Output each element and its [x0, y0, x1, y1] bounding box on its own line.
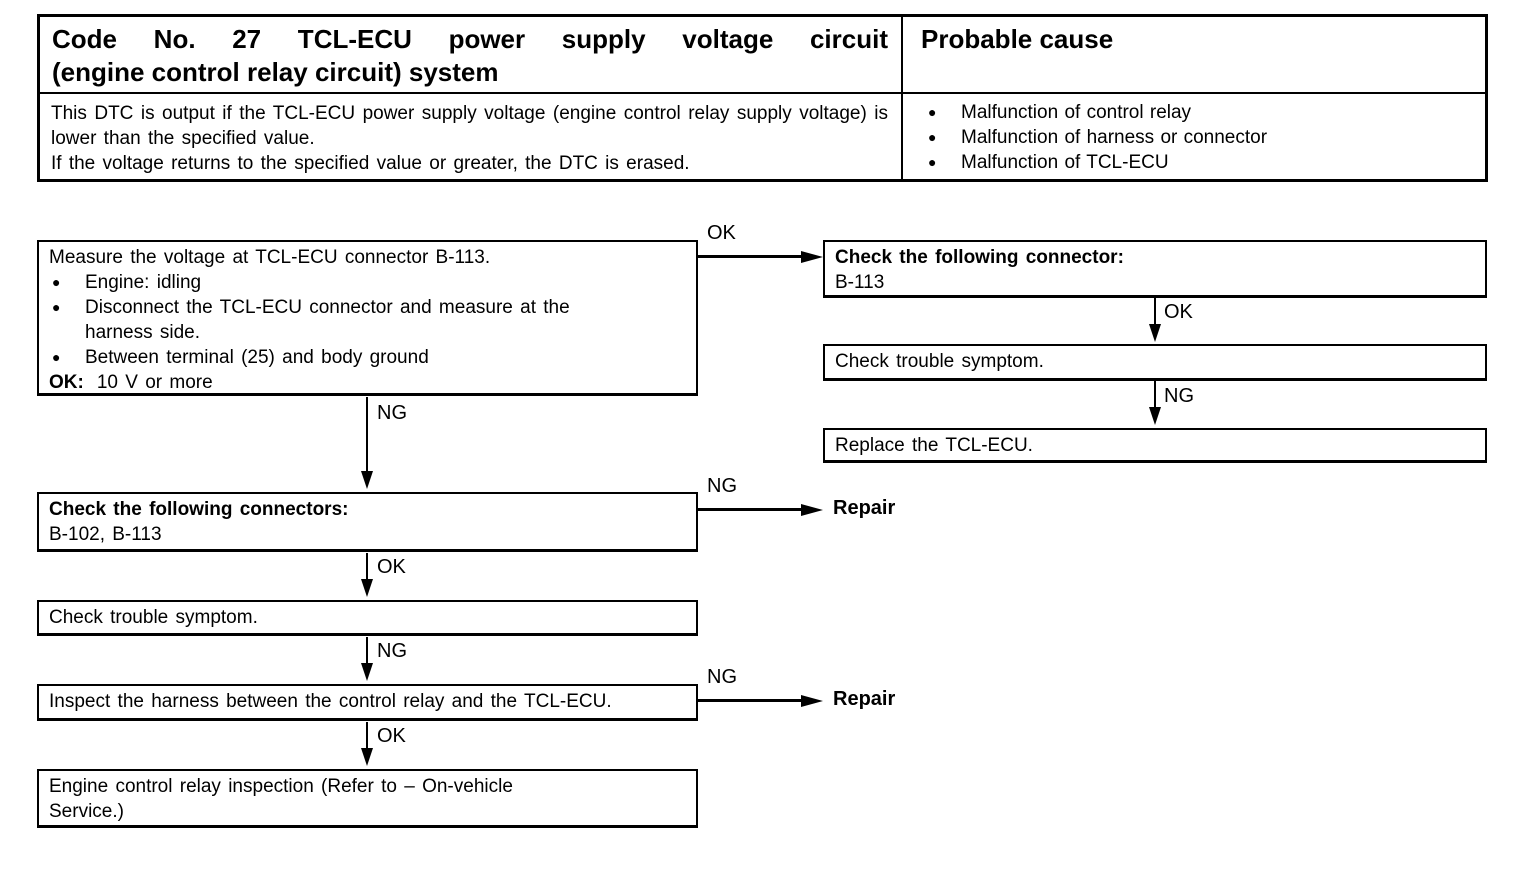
branch-label-ok: OK	[377, 556, 406, 578]
bullet-text: Engine: idling	[85, 272, 202, 293]
arrow-ok-to-symptom-left-line	[366, 553, 368, 581]
dtc-code-title: Code No. 27 TCL-ECU power supply voltage…	[40, 17, 901, 92]
dtc-code-title-line1: Code No. 27 TCL-ECU power supply voltage…	[52, 24, 888, 54]
flow-box-engine-relay-inspection: Engine control relay inspection (Refer t…	[37, 769, 698, 828]
check-connector-value: B-113	[835, 272, 885, 293]
measure-ok-criterion: OK: 10 V or more	[49, 370, 686, 395]
arrowhead-down-icon	[361, 748, 373, 766]
flow-box-measure-voltage: Measure the voltage at TCL-ECU connector…	[37, 240, 698, 396]
arrow-ng-to-repair-line	[697, 508, 804, 511]
arrow-ok-to-relay-inspection-line	[366, 722, 368, 750]
flow-box-inspect-harness: Inspect the harness between the control …	[37, 684, 698, 721]
cause-item: ● Malfunction of control relay	[903, 100, 1485, 125]
measure-voltage-title: Measure the voltage at TCL-ECU connector…	[49, 247, 491, 268]
arrowhead-right-icon	[801, 251, 823, 263]
arrow-ng-to-check-connectors-line	[366, 397, 368, 473]
bullet-text: Between terminal (25) and body ground	[85, 347, 429, 368]
flow-box-check-trouble-symptom-right: Check trouble symptom.	[823, 344, 1487, 381]
probable-cause-list: ● Malfunction of control relay ● Malfunc…	[901, 92, 1485, 179]
arrowhead-right-icon	[801, 695, 823, 707]
dtc-description: This DTC is output if the TCL-ECU power …	[40, 92, 901, 179]
measure-bullet-disconnect: ● Disconnect the TCL-ECU connector and m…	[49, 295, 686, 345]
arrow-ok-to-connector-check-line	[697, 255, 804, 258]
cause-item-text: Malfunction of harness or connector	[961, 127, 1268, 148]
dtc-code-title-line2: (engine control relay circuit) system	[52, 57, 499, 87]
arrowhead-down-icon	[361, 663, 373, 681]
arrowhead-down-icon	[361, 579, 373, 597]
cause-item: ● Malfunction of harness or connector	[903, 125, 1485, 150]
branch-label-ng: NG	[707, 475, 737, 497]
dtc-description-line2: If the voltage returns to the specified …	[51, 153, 690, 174]
bullet-icon: ●	[52, 299, 61, 315]
branch-label-ng: NG	[707, 666, 737, 688]
bullet-text: Disconnect the TCL-ECU connector and mea…	[85, 297, 570, 343]
cause-item-text: Malfunction of TCL-ECU	[961, 152, 1169, 173]
branch-label-ng: NG	[1164, 385, 1194, 407]
bullet-icon: ●	[52, 274, 61, 290]
ok-criterion-label: OK:	[49, 372, 84, 393]
arrowhead-right-icon	[801, 504, 823, 516]
cause-item-text: Malfunction of control relay	[961, 102, 1192, 123]
bullet-icon: ●	[52, 349, 61, 365]
bullet-icon: ●	[928, 154, 937, 170]
branch-label-ok: OK	[707, 222, 736, 244]
measure-bullet-engine-idling: ● Engine: idling	[49, 270, 686, 295]
flow-box-replace-tcl-ecu: Replace the TCL-ECU.	[823, 428, 1487, 463]
branch-label-ng: NG	[377, 402, 407, 424]
arrow-ok-to-symptom-right-line	[1154, 298, 1156, 326]
check-connector-title: Check the following connector:	[835, 247, 1124, 268]
arrow-ng-to-repair2-line	[697, 699, 804, 702]
branch-label-ok: OK	[377, 725, 406, 747]
arrow-ng-to-replace-line	[1154, 381, 1156, 409]
flow-box-check-connector-b113: Check the following connector: B-113	[823, 240, 1487, 298]
repair-result-label: Repair	[833, 688, 896, 710]
check-connectors-value: B-102, B-113	[49, 524, 162, 545]
arrowhead-down-icon	[1149, 407, 1161, 425]
arrowhead-down-icon	[1149, 324, 1161, 342]
flow-box-check-trouble-symptom-left: Check trouble symptom.	[37, 600, 698, 636]
dtc-description-line1: This DTC is output if the TCL-ECU power …	[51, 103, 888, 149]
dtc-header-table: Code No. 27 TCL-ECU power supply voltage…	[37, 14, 1488, 182]
bullet-icon: ●	[928, 129, 937, 145]
probable-cause-header: Probable cause	[901, 17, 1485, 92]
arrow-ng-to-inspect-line	[366, 637, 368, 665]
arrowhead-down-icon	[361, 471, 373, 489]
branch-label-ok: OK	[1164, 301, 1193, 323]
bullet-icon: ●	[928, 104, 937, 120]
check-connectors-title: Check the following connectors:	[49, 499, 349, 520]
repair-result-label: Repair	[833, 497, 896, 519]
cause-item: ● Malfunction of TCL-ECU	[903, 150, 1485, 175]
ok-criterion-value: 10 V or more	[96, 372, 213, 393]
flow-box-check-connectors: Check the following connectors: B-102, B…	[37, 492, 698, 552]
measure-bullet-terminal: ● Between terminal (25) and body ground	[49, 345, 686, 370]
branch-label-ng: NG	[377, 640, 407, 662]
